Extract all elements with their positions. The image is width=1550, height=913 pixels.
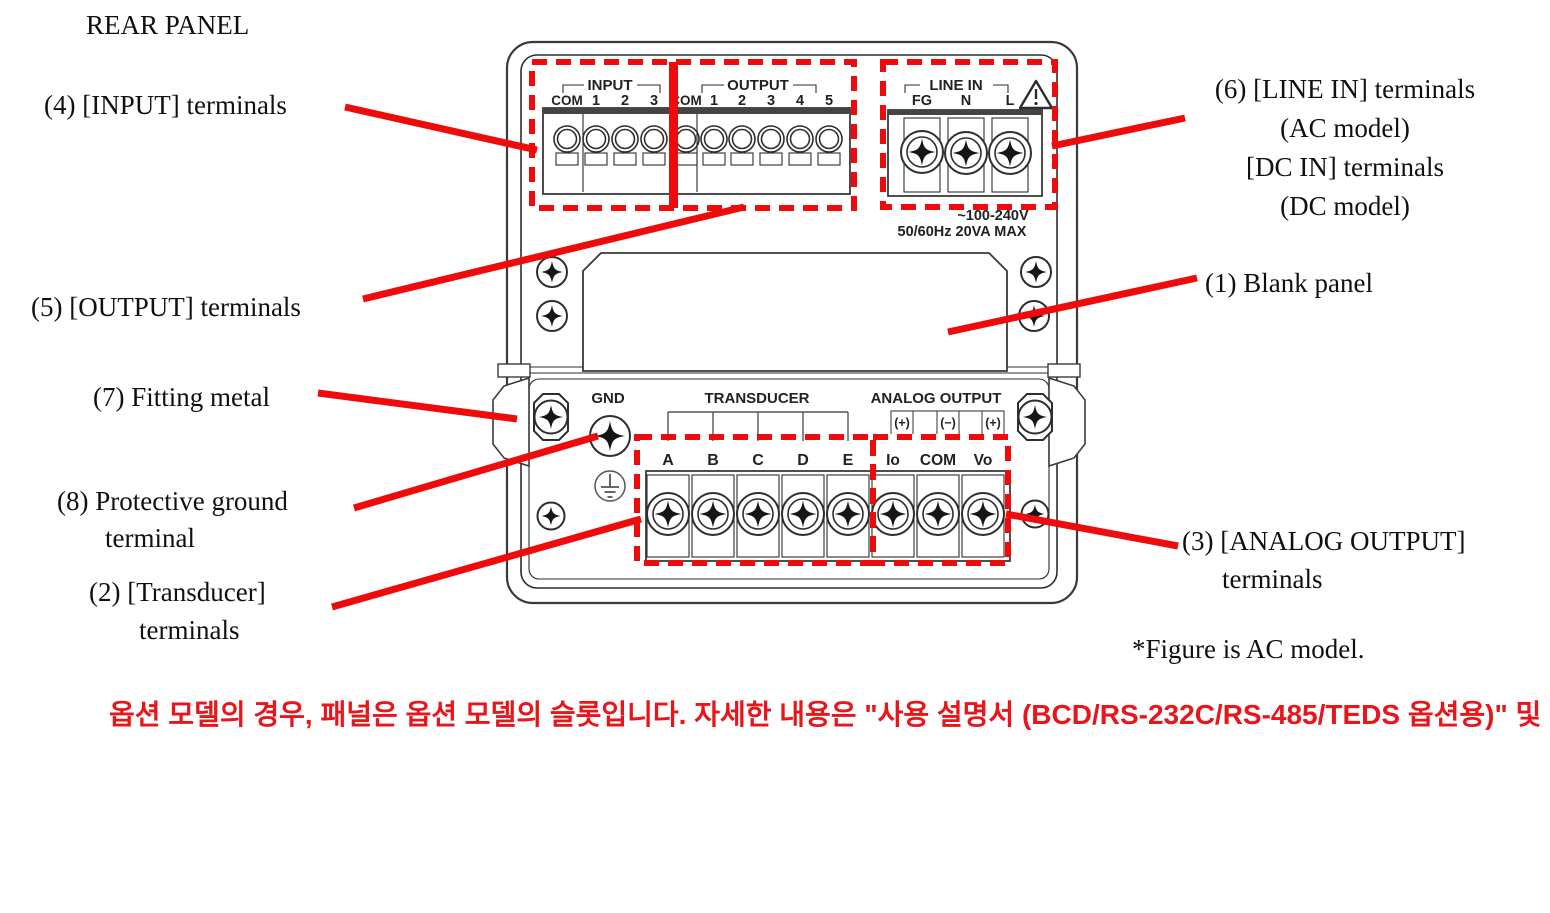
highlight-boxes bbox=[529, 59, 1058, 566]
transducer-terminal-label: B bbox=[707, 452, 719, 469]
callout-fitting-metal: (7) Fitting metal bbox=[93, 382, 270, 412]
line-in-highlight-box bbox=[880, 59, 1058, 210]
output-callout-line bbox=[362, 203, 745, 303]
figure-note: *Figure is AC model. bbox=[1132, 634, 1365, 664]
korean-note: 옵션 모델의 경우, 패널은 옵션 모델의 슬롯입니다. 자세한 내용은 "사용… bbox=[109, 686, 1550, 744]
line-in-screw bbox=[900, 130, 944, 174]
panel-screw bbox=[536, 501, 566, 531]
io-terminal-block: INPUT OUTPUT COM 1 2 3 COM 1 2 3 4 5 bbox=[542, 77, 851, 195]
input-output-highlight-box bbox=[529, 59, 857, 211]
callout-analog: (3) [ANALOG OUTPUT] terminals bbox=[1182, 522, 1465, 598]
transducer-screw bbox=[826, 492, 870, 536]
transducer-terminal-label: A bbox=[662, 452, 674, 469]
analog-terminal-label: Vo bbox=[974, 452, 993, 469]
analog-polarity-label: (+) bbox=[985, 416, 1001, 430]
fitting-metal-left bbox=[492, 363, 531, 468]
panel-screw bbox=[536, 256, 568, 288]
line-in-callout-line bbox=[1051, 114, 1186, 150]
line-in-screw bbox=[988, 131, 1032, 175]
callout-line-in-line1: (6) [LINE IN] terminals bbox=[1214, 74, 1476, 104]
line-in-group-label: LINE IN bbox=[929, 77, 982, 94]
callout-line-in: (6) [LINE IN] terminals (AC model) [DC I… bbox=[1150, 70, 1540, 226]
corner-screw-mount bbox=[1017, 393, 1053, 441]
output-group-label: OUTPUT bbox=[727, 77, 789, 94]
callout-lines bbox=[317, 103, 1198, 611]
input-terminal-label: 1 bbox=[592, 93, 600, 109]
line-in-terminal-label: N bbox=[961, 93, 971, 109]
power-rating-line1: ~100-240V bbox=[957, 208, 1029, 224]
transducer-label: TRANSDUCER bbox=[705, 390, 810, 407]
line-in-screw bbox=[944, 131, 988, 175]
blank-panel bbox=[536, 252, 1052, 372]
input-terminal-label: 3 bbox=[650, 93, 658, 109]
analog-screw bbox=[961, 492, 1005, 536]
callout-output: (5) [OUTPUT] terminals bbox=[31, 292, 301, 322]
callout-line-in-line2: (AC model) bbox=[1280, 113, 1410, 143]
callout-transducer-line2: terminals bbox=[139, 615, 240, 645]
korean-note-line2: (BCD/RS-232C/RS-485/TEDS 옵션용)" 및 "사용 설명서… bbox=[1021, 699, 1550, 730]
output-terminal-label: 4 bbox=[796, 93, 804, 109]
callout-line-in-line3: [DC IN] terminals bbox=[1246, 152, 1444, 182]
fitting-metal-right bbox=[1047, 363, 1086, 468]
callout-input: (4) [INPUT] terminals bbox=[44, 90, 287, 120]
analog-output-highlight-box bbox=[870, 434, 1011, 566]
callout-analog-line2: terminals bbox=[1222, 564, 1323, 594]
transducer-screw bbox=[691, 492, 735, 536]
callout-line-in-line4: (DC model) bbox=[1280, 191, 1410, 221]
line-in-terminal-label: FG bbox=[912, 93, 932, 109]
output-terminal-label: 1 bbox=[710, 93, 718, 109]
input-group-label: INPUT bbox=[588, 77, 633, 94]
transducer-screw bbox=[736, 492, 780, 536]
terminal-slots bbox=[555, 152, 841, 166]
korean-note-line1: 옵션 모델의 경우, 패널은 옵션 모델의 슬롯입니다. 자세한 내용은 "사용… bbox=[109, 699, 1015, 730]
callout-ground: (8) Protective ground terminal bbox=[57, 483, 288, 557]
transducer-callout-line bbox=[331, 515, 642, 611]
line-in-block: LINE IN FG N L ~100-240V 50/60Hz 20VA MA… bbox=[887, 77, 1054, 240]
lower-section: GND TRANSDUCER A B C D E bbox=[533, 390, 1053, 562]
analog-polarity-brackets bbox=[890, 410, 1005, 434]
input-terminal-label: COM bbox=[551, 93, 583, 108]
callout-transducer-line1: (2) [Transducer] bbox=[89, 577, 266, 607]
analog-screw bbox=[916, 492, 960, 536]
input-callout-line bbox=[344, 103, 538, 154]
output-terminal-label: 3 bbox=[767, 93, 775, 109]
callout-blank-panel: (1) Blank panel bbox=[1205, 268, 1373, 298]
transducer-screw bbox=[781, 492, 825, 536]
blank-panel-callout-line bbox=[947, 274, 1198, 336]
input-output-divider bbox=[669, 62, 678, 208]
callout-transducer: (2) [Transducer] terminals bbox=[89, 573, 266, 649]
analog-terminal-label: Io bbox=[886, 452, 900, 469]
corner-screw-mount bbox=[533, 393, 569, 441]
analog-terminal-label: COM bbox=[920, 452, 956, 469]
power-rating-line2: 50/60Hz 20VA MAX bbox=[898, 224, 1027, 240]
callout-analog-line1: (3) [ANALOG OUTPUT] bbox=[1182, 526, 1466, 556]
callout-ground-line1: (8) Protective ground bbox=[57, 486, 288, 516]
warning-triangle-icon bbox=[1018, 79, 1054, 110]
callout-ground-line2: terminal bbox=[105, 523, 195, 553]
fitting-metal-callout-line bbox=[317, 389, 518, 423]
analog-callout-line bbox=[1005, 510, 1179, 550]
gnd-label: GND bbox=[591, 390, 625, 407]
analog-output-label: ANALOG OUTPUT bbox=[871, 390, 1002, 407]
analog-screw bbox=[871, 492, 915, 536]
transducer-terminal-label: E bbox=[843, 452, 854, 469]
analog-polarity-label: (−) bbox=[940, 416, 956, 430]
protective-ground-icon bbox=[594, 470, 626, 502]
transducer-screw bbox=[646, 492, 690, 536]
transducer-terminal-label: C bbox=[752, 452, 764, 469]
ground-callout-line bbox=[353, 432, 599, 512]
output-terminal-label: 5 bbox=[825, 93, 833, 109]
analog-polarity-label: (+) bbox=[894, 416, 910, 430]
page-title: REAR PANEL bbox=[86, 10, 250, 40]
output-terminal-label: 2 bbox=[738, 93, 746, 109]
line-in-terminal-label: L bbox=[1006, 93, 1015, 109]
output-terminal-label: COM bbox=[670, 93, 702, 108]
panel-screw bbox=[1020, 256, 1052, 288]
input-terminal-label: 2 bbox=[621, 93, 629, 109]
panel-screw bbox=[536, 300, 568, 332]
transducer-terminal-label: D bbox=[797, 452, 809, 469]
